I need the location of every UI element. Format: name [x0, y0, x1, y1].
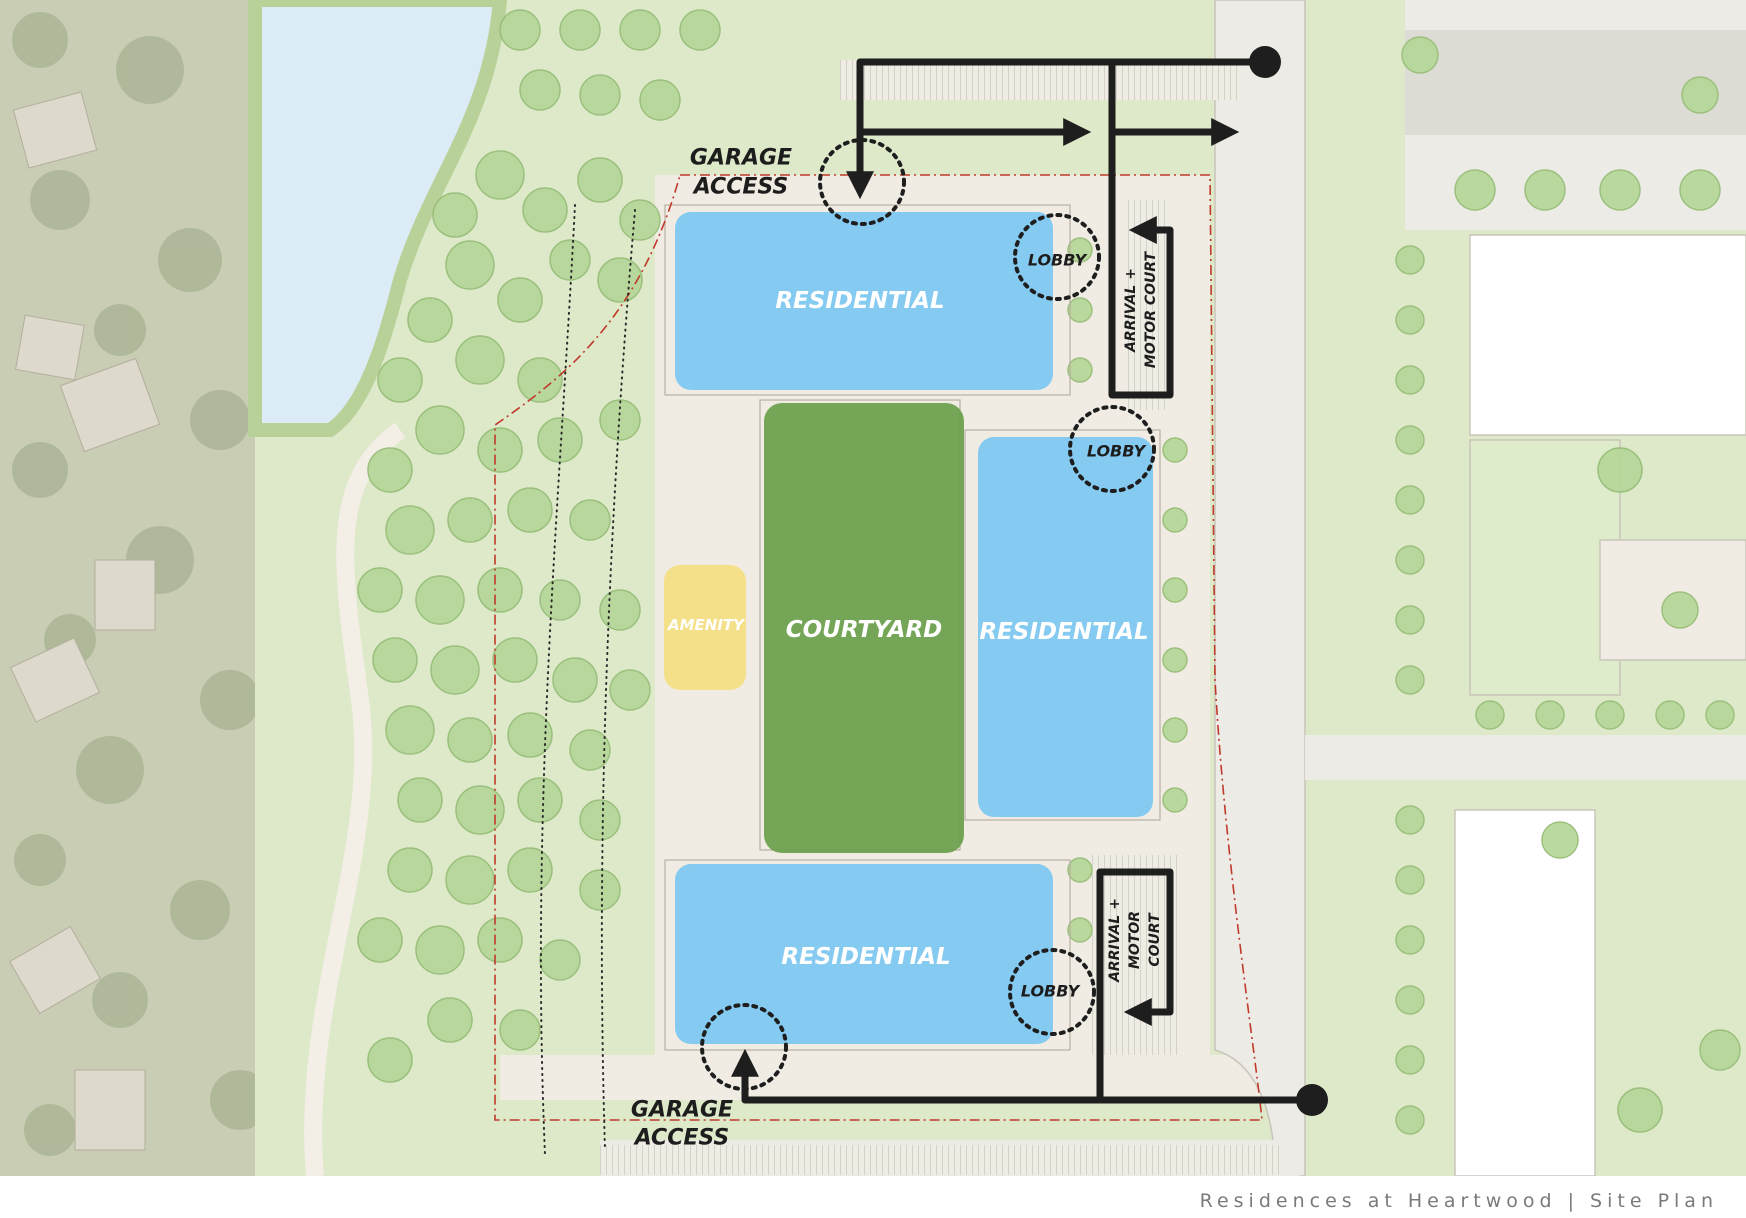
garage-access-north-label-line1: GARAGE: [690, 146, 792, 171]
motor-court-south-label-line3: COURT: [1147, 912, 1163, 967]
lobby-south-marker: [1008, 948, 1096, 1036]
property-line: [494, 174, 1263, 1121]
lobby-south-label: LOBBY: [1021, 982, 1081, 1001]
streets: [600, 0, 1746, 1176]
residential-south: [675, 864, 1053, 1044]
route-origin-north: [1249, 46, 1281, 78]
motor-court-south-label-line1: ARRIVAL +: [1107, 898, 1123, 983]
residential-north: [675, 212, 1053, 390]
map-labels: RESIDENTIAL RESIDENTIAL RESIDENTIAL COUR…: [631, 146, 1163, 1151]
garage-access-north-marker: [818, 138, 906, 226]
page-caption: Residences at Heartwood | Site Plan: [1199, 1190, 1718, 1212]
residential-east: [978, 437, 1153, 817]
motor-court-south-label-line2: MOTOR: [1127, 911, 1143, 969]
building-outlines: [664, 204, 1161, 1051]
lake: [248, 0, 508, 437]
site-plan-map: RESIDENTIAL RESIDENTIAL RESIDENTIAL COUR…: [0, 0, 1746, 1176]
route-origin-south: [1296, 1084, 1328, 1116]
lobby-east-label: LOBBY: [1087, 442, 1147, 461]
motor-court-north-label-line2: MOTOR COURT: [1143, 250, 1159, 368]
garage-access-north-label-line2: ACCESS: [692, 175, 789, 200]
riverside-path: [304, 422, 406, 1176]
vehicle-routes: [731, 58, 1316, 1104]
residential-south-label: RESIDENTIAL: [781, 944, 950, 970]
amenity: [664, 565, 746, 690]
garage-access-south-label-line1: GARAGE: [631, 1098, 733, 1123]
courtyard-label: COURTYARD: [786, 617, 943, 643]
amenity-label: AMENITY: [667, 616, 746, 634]
lobby-north-label: LOBBY: [1028, 251, 1088, 270]
building-masses: [664, 212, 1153, 1044]
neighbor-buildings: [1454, 234, 1746, 1176]
lobby-east-marker: [1068, 405, 1156, 493]
dotted-trails: [539, 204, 636, 1156]
courtyard: [764, 403, 964, 853]
tree-canopy: [357, 9, 1741, 1135]
garage-access-south-label-line2: ACCESS: [633, 1126, 730, 1151]
residential-east-label: RESIDENTIAL: [979, 619, 1148, 645]
garage-access-south-marker: [700, 1003, 788, 1091]
motor-court-north-label-line1: ARRIVAL +: [1123, 268, 1139, 353]
access-circles: [700, 138, 1156, 1091]
lobby-north-marker: [1013, 213, 1101, 301]
residential-north-label: RESIDENTIAL: [775, 288, 944, 314]
